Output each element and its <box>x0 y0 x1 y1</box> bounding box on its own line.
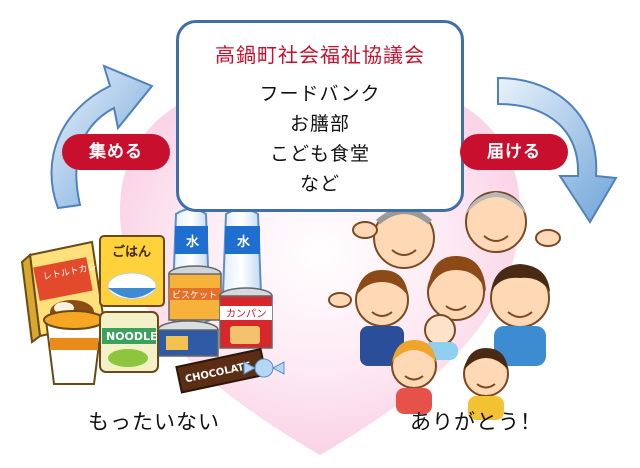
activity-line-2: お膳部 <box>289 113 350 135</box>
family-group <box>328 191 561 420</box>
small-girl <box>391 340 437 414</box>
noodle-label: NOODLE <box>106 330 158 343</box>
deliver-label: 届ける <box>460 134 568 170</box>
rice-label: ごはん <box>112 244 151 260</box>
girl-left <box>328 270 409 366</box>
baby <box>424 314 458 360</box>
water-label-2: 水 <box>237 234 251 250</box>
activity-line-4: など <box>299 173 340 195</box>
biscuit-label: ビスケット <box>172 290 217 301</box>
tuna-can <box>157 320 219 357</box>
kanpan-label: カンパン <box>226 308 267 320</box>
father <box>490 264 550 366</box>
biscuit-can: ビスケット <box>168 265 222 321</box>
grandma <box>465 191 561 253</box>
water-label-1: 水 <box>186 234 200 250</box>
organization-name: 高鍋町社会福祉協議会 <box>215 43 425 67</box>
grandpa <box>352 207 435 269</box>
deliver-arrow <box>497 76 618 224</box>
noodle-pack: NOODLE <box>99 311 159 373</box>
left-caption: もったいない <box>88 410 220 434</box>
right-caption: ありがとう！ <box>410 410 542 434</box>
organization-box: 高鍋町社会福祉協議会 フードバンク お膳部 こども食堂 など <box>176 20 464 212</box>
rice-pack: ごはん <box>99 235 165 307</box>
kanpan-can: カンパン <box>219 287 273 349</box>
activity-line-3: こども食堂 <box>269 143 370 165</box>
activity-line-1: フードバンク <box>259 83 381 105</box>
candy <box>243 358 285 378</box>
collect-label: 集める <box>62 134 170 170</box>
mother <box>427 256 486 321</box>
cup-noodle <box>43 310 105 385</box>
small-boy <box>463 348 509 420</box>
donated-foods: レトルトカレー ごはん 水 水 <box>20 194 285 394</box>
